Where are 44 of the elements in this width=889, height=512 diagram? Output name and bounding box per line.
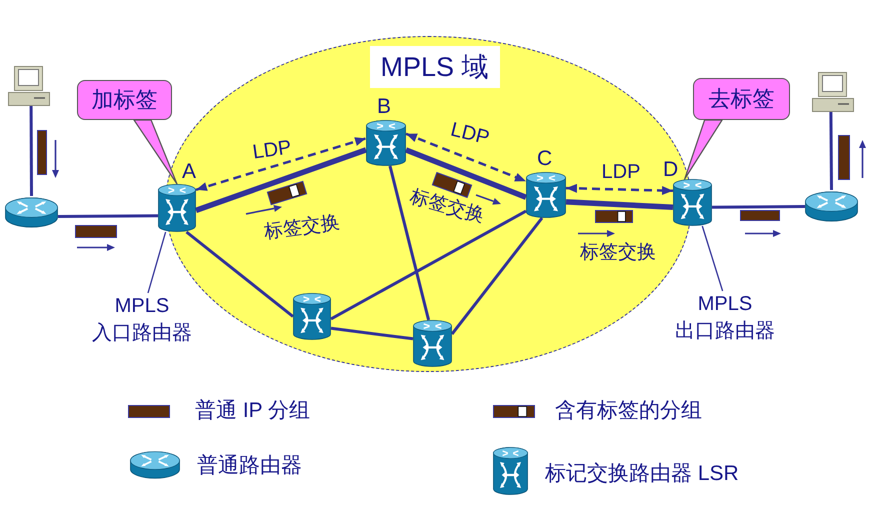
legend-text: 标记交换路由器 LSR — [545, 461, 739, 487]
callout-pointer — [684, 119, 723, 180]
dashed-arrow — [566, 184, 674, 196]
link-line — [330, 210, 527, 320]
link-line — [829, 112, 833, 190]
link-line — [450, 217, 544, 336]
router-icon — [805, 190, 858, 223]
callout-bubble: 加标签 — [77, 80, 172, 120]
note-text: 标签交换 — [407, 186, 487, 228]
router-caption: MPLS 入口路由器 — [82, 293, 202, 347]
label-switching-router-icon — [526, 172, 566, 218]
callout-bubble: 去标签 — [693, 78, 790, 120]
link-line — [404, 147, 528, 200]
legend-text: 含有标签的分组 — [555, 398, 702, 424]
domain-title: MPLS 域 — [370, 46, 500, 88]
link-line — [30, 106, 33, 196]
router-icon — [5, 196, 58, 229]
node-label: D — [663, 159, 678, 181]
link-line — [566, 199, 674, 210]
label-switching-router-icon — [413, 320, 452, 367]
link-line — [186, 230, 294, 318]
label-switching-router-icon — [673, 179, 712, 226]
node-label: C — [537, 148, 552, 170]
computer-icon — [8, 66, 50, 106]
link-line — [712, 205, 806, 209]
label-switching-router-icon — [293, 293, 331, 340]
note-text: 标签交换 — [262, 212, 342, 244]
legend-text: 普通 IP 分组 — [195, 398, 310, 424]
leader-line — [702, 226, 724, 292]
link-line — [195, 147, 367, 213]
label-switching-router-icon — [158, 184, 196, 232]
router-caption: MPLS 出口路由器 — [665, 291, 785, 345]
legend-text: 普通路由器 — [197, 453, 302, 479]
link-line — [388, 166, 430, 320]
computer-icon — [812, 72, 854, 112]
dashed-arrow — [196, 137, 366, 191]
link-line — [58, 214, 158, 218]
node-label: A — [182, 161, 196, 183]
leader-line — [147, 232, 166, 294]
dashed-arrow — [406, 132, 526, 182]
link-line — [330, 326, 414, 340]
note-text: 标签交换 — [580, 242, 656, 264]
node-label: B — [377, 96, 392, 118]
label-switching-router-icon — [366, 120, 406, 166]
